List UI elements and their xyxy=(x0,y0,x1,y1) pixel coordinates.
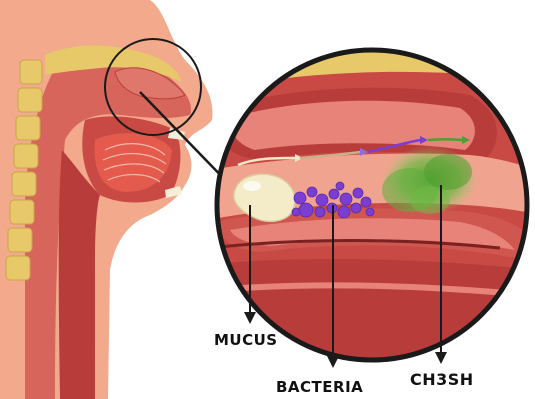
bacteria-label: BACTERIA xyxy=(276,378,363,396)
head-cross-section xyxy=(0,0,213,399)
ch3sh-gas-cloud xyxy=(382,146,478,214)
mucus-label: MUCUS xyxy=(214,331,278,349)
airflow-segment-4 xyxy=(428,139,462,140)
ch3sh-label: CH3SH xyxy=(410,370,474,389)
